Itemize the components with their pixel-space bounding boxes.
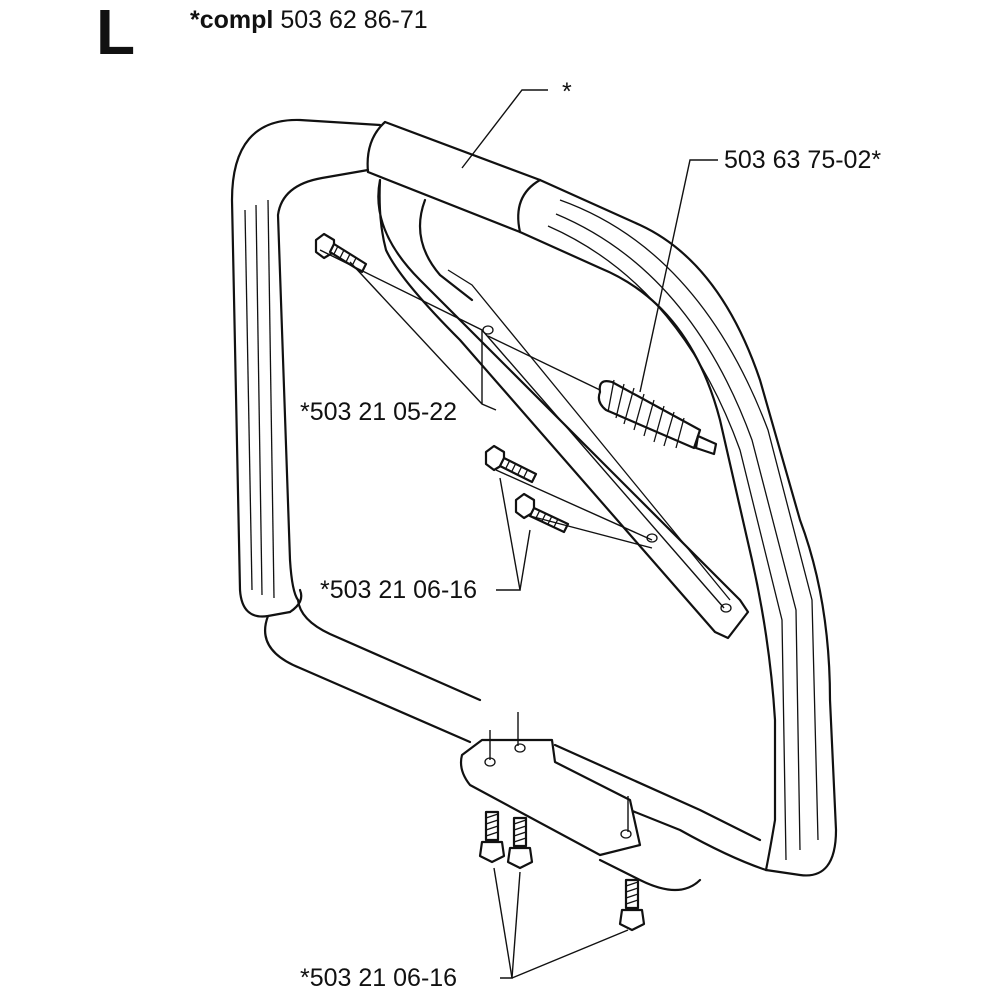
- handle-tube: [230, 118, 838, 891]
- screw-icon: [314, 232, 368, 274]
- callout-vibration-damper: 503 63 75-02*: [724, 146, 882, 174]
- screw-icon: [478, 810, 506, 864]
- callout-middle-screws: *503 21 06-16: [320, 576, 478, 604]
- mounting-bracket: [459, 712, 642, 857]
- compl-prefix: *compl: [190, 6, 274, 34]
- screw-icon: [618, 878, 646, 932]
- callout-bottom-screws: *503 21 06-16: [300, 964, 458, 992]
- damper-spring-icon: [597, 379, 718, 456]
- callout-top-grip: *: [562, 78, 572, 106]
- screw-icon: [506, 816, 534, 870]
- compl-part-number: 503 62 86-71: [280, 6, 428, 34]
- complete-assembly-label: *compl 503 62 86-71: [190, 6, 428, 35]
- support-strut: [377, 178, 750, 640]
- screw-icon: [514, 492, 570, 534]
- section-letter: L: [96, 0, 136, 68]
- callout-upper-screw: *503 21 05-22: [300, 398, 458, 426]
- screw-icon: [484, 444, 538, 484]
- callout-leaders: [319, 89, 725, 979]
